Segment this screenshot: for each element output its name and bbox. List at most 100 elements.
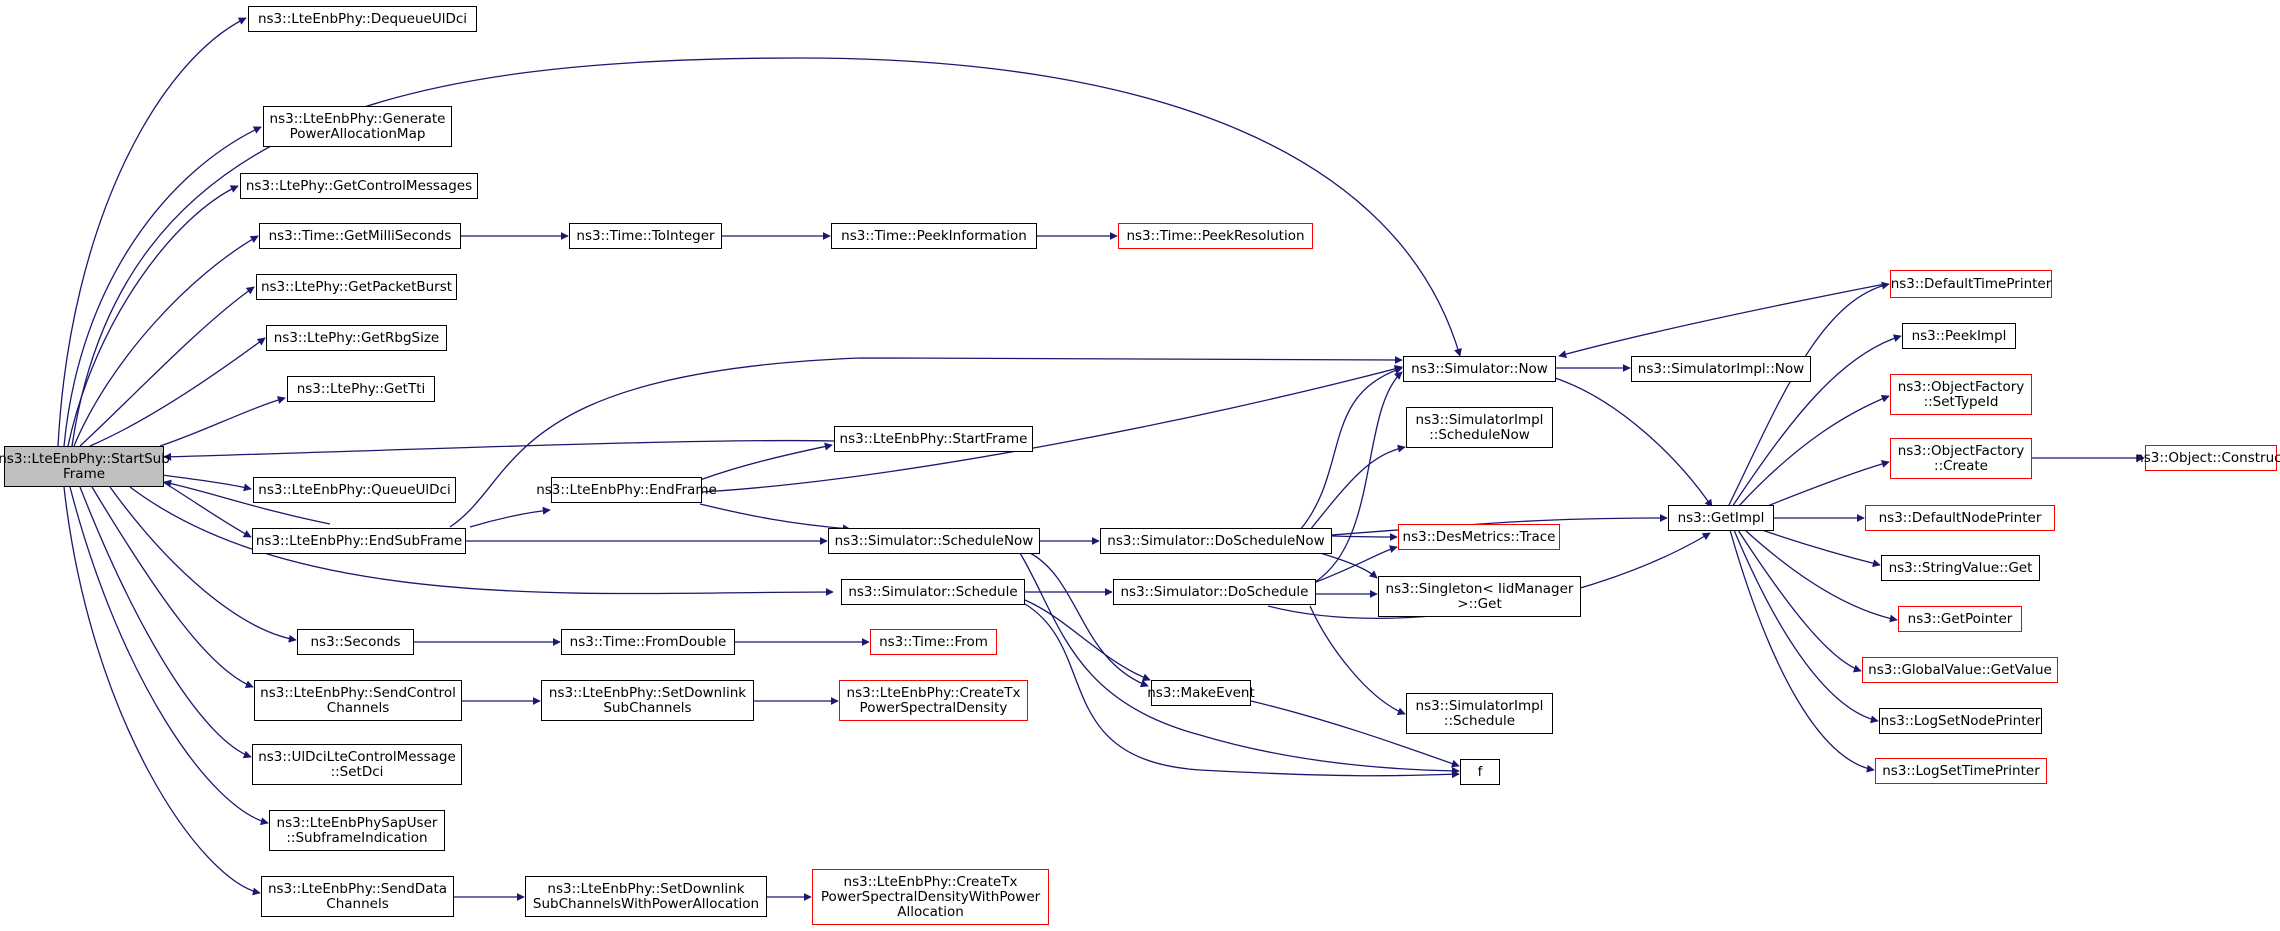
node-startsub-label: ns3::LteEnbPhy::StartSub Frame — [0, 450, 170, 482]
node-gvget[interactable]: ns3::GlobalValue::GetValue — [1862, 657, 2058, 683]
node-queueul[interactable]: ns3::LteEnbPhy::QueueUlDci — [253, 477, 456, 503]
edge-simsched-makeevent — [1024, 599, 1151, 682]
edge-endsub-simnow — [449, 355, 1403, 528]
node-startsub[interactable]: ns3::LteEnbPhy::StartSub Frame — [0, 446, 170, 487]
node-getctrl[interactable]: ns3::LtePhy::GetControlMessages — [240, 173, 478, 199]
edge-simsched-f — [1024, 603, 1460, 779]
edge-simnow-getimpl — [1554, 377, 1713, 508]
node-endsub[interactable]: ns3::LteEnbPhy::EndSubFrame — [252, 528, 466, 554]
node-setdci[interactable]: ns3::UlDciLteControlMessage ::SetDci — [252, 744, 462, 785]
node-getms[interactable]: ns3::Time::GetMilliSeconds — [259, 223, 461, 249]
node-destrace-label: ns3::DesMetrics::Trace — [1402, 528, 1556, 545]
node-deftime[interactable]: ns3::DefaultTimePrinter — [1890, 270, 2052, 298]
node-ofcreate-label: ns3::ObjectFactory ::Create — [1897, 442, 2025, 474]
edge-startsub-endsub — [159, 479, 252, 538]
edge-startsub-dequeue — [57, 17, 247, 447]
edge-endframe-simschednow — [699, 503, 851, 533]
node-createtx[interactable]: ns3::LteEnbPhy::CreateTx PowerSpectralDe… — [839, 680, 1028, 721]
node-getptr-label: ns3::GetPointer — [1907, 610, 2013, 627]
node-getrbg[interactable]: ns3::LtePhy::GetRbgSize — [266, 325, 447, 351]
node-lognode-label: ns3::LogSetNodePrinter — [1880, 712, 2041, 729]
node-createtxpa[interactable]: ns3::LteEnbPhy::CreateTx PowerSpectralDe… — [812, 869, 1049, 925]
node-deftime-label: ns3::DefaultTimePrinter — [1890, 275, 2052, 292]
node-objconstruct-label: ns3::Object::Construct — [2135, 449, 2280, 466]
node-simschednow[interactable]: ns3::Simulator::ScheduleNow — [828, 528, 1040, 554]
edge-simschednow-makeevent — [1029, 552, 1149, 688]
node-getptr[interactable]: ns3::GetPointer — [1898, 606, 2022, 632]
node-ofsettype-label: ns3::ObjectFactory ::SetTypeId — [1897, 378, 2025, 410]
node-logtime[interactable]: ns3::LogSetTimePrinter — [1875, 758, 2047, 784]
edge-getimpl-getptr — [1744, 529, 1898, 623]
node-setdl[interactable]: ns3::LteEnbPhy::SetDownlink SubChannels — [541, 680, 754, 721]
edge-dosnow-singleton — [1319, 552, 1378, 579]
node-fromdouble[interactable]: ns3::Time::FromDouble — [561, 629, 735, 655]
edge-getimpl-logtime — [1729, 529, 1875, 773]
node-singleton[interactable]: ns3::Singleton< IidManager >::Get — [1378, 576, 1581, 617]
edge-startsub-getpkt — [79, 286, 255, 447]
node-fromdouble-label: ns3::Time::FromDouble — [569, 633, 727, 650]
node-makeevent[interactable]: ns3::MakeEvent — [1147, 680, 1255, 706]
edge-endframe-simnow — [701, 364, 1403, 493]
node-objconstruct[interactable]: ns3::Object::Construct — [2135, 445, 2280, 471]
node-implnow-label: ns3::SimulatorImpl::Now — [1637, 360, 1805, 377]
node-f[interactable]: f — [1460, 759, 1500, 785]
node-dosched[interactable]: ns3::Simulator::DoSchedule — [1113, 579, 1316, 605]
node-dosnow[interactable]: ns3::Simulator::DoScheduleNow — [1100, 528, 1332, 554]
edge-startsub-getctrl — [67, 185, 239, 447]
edge-startsub-getms — [73, 235, 259, 447]
node-createtxpa-label: ns3::LteEnbPhy::CreateTx PowerSpectralDe… — [820, 873, 1041, 920]
node-simnow-label: ns3::Simulator::Now — [1411, 360, 1548, 377]
node-ofcreate[interactable]: ns3::ObjectFactory ::Create — [1890, 438, 2032, 479]
node-sapuser[interactable]: ns3::LteEnbPhySapUser ::SubframeIndicati… — [269, 810, 445, 851]
edge-startsub-getrbg — [89, 337, 266, 447]
edge-endsub-endframe — [469, 506, 551, 528]
node-peekinfo-label: ns3::Time::PeekInformation — [841, 227, 1027, 244]
node-implnow[interactable]: ns3::SimulatorImpl::Now — [1631, 356, 1811, 382]
node-seconds-label: ns3::Seconds — [310, 633, 401, 650]
node-senddata[interactable]: ns3::LteEnbPhy::SendData Channels — [261, 876, 454, 917]
node-implschednow[interactable]: ns3::SimulatorImpl ::ScheduleNow — [1406, 407, 1553, 448]
node-setdlpa[interactable]: ns3::LteEnbPhy::SetDownlink SubChannelsW… — [525, 876, 767, 917]
node-simschednow-label: ns3::Simulator::ScheduleNow — [834, 532, 1034, 549]
node-endframe[interactable]: ns3::LteEnbPhy::EndFrame — [536, 477, 717, 503]
node-dequeue[interactable]: ns3::LteEnbPhy::DequeueUlDci — [248, 6, 477, 32]
node-defnode-label: ns3::DefaultNodePrinter — [1878, 509, 2042, 526]
node-gettti[interactable]: ns3::LtePhy::GetTti — [287, 376, 435, 402]
node-strget[interactable]: ns3::StringValue::Get — [1881, 555, 2040, 581]
node-sendctrl[interactable]: ns3::LteEnbPhy::SendControl Channels — [254, 680, 462, 721]
edge-endsub-startsub — [163, 479, 331, 525]
node-lognode[interactable]: ns3::LogSetNodePrinter — [1879, 708, 2042, 734]
node-simnow[interactable]: ns3::Simulator::Now — [1403, 356, 1556, 382]
node-timefrom[interactable]: ns3::Time::From — [870, 629, 997, 655]
node-ofsettype[interactable]: ns3::ObjectFactory ::SetTypeId — [1890, 374, 2032, 415]
node-peekinfo[interactable]: ns3::Time::PeekInformation — [831, 223, 1037, 249]
node-senddata-label: ns3::LteEnbPhy::SendData Channels — [267, 880, 448, 912]
edge-makeevent-f — [1250, 700, 1460, 768]
edge-getimpl-deftime — [1727, 281, 1890, 508]
node-getimpl[interactable]: ns3::GetImpl — [1668, 505, 1774, 531]
node-simsched[interactable]: ns3::Simulator::Schedule — [841, 579, 1025, 605]
node-setdl-label: ns3::LteEnbPhy::SetDownlink SubChannels — [548, 684, 747, 716]
node-timefrom-label: ns3::Time::From — [879, 633, 988, 650]
node-gettti-label: ns3::LtePhy::GetTti — [296, 380, 426, 397]
edge-startsub-queueul — [161, 474, 252, 492]
edge-dosnow-implschednow — [1309, 444, 1406, 531]
edge-dosnow-getimpl — [1331, 514, 1668, 536]
node-genpower[interactable]: ns3::LteEnbPhy::Generate PowerAllocation… — [263, 106, 452, 147]
node-peekimpl[interactable]: ns3::PeekImpl — [1902, 323, 2016, 349]
node-seconds[interactable]: ns3::Seconds — [297, 629, 414, 655]
node-startframe[interactable]: ns3::LteEnbPhy::StartFrame — [834, 426, 1033, 452]
node-getpkt[interactable]: ns3::LtePhy::GetPacketBurst — [256, 274, 457, 300]
node-implsched[interactable]: ns3::SimulatorImpl ::Schedule — [1406, 693, 1553, 734]
edge-startframe-startsub — [163, 439, 835, 461]
node-destrace[interactable]: ns3::DesMetrics::Trace — [1398, 524, 1560, 550]
edge-dosnow-simnow — [1299, 366, 1403, 531]
node-peekres[interactable]: ns3::Time::PeekResolution — [1118, 223, 1313, 249]
edge-deftime-simnow — [1558, 283, 1886, 358]
node-gvget-label: ns3::GlobalValue::GetValue — [1868, 661, 2052, 678]
node-genpower-label: ns3::LteEnbPhy::Generate PowerAllocation… — [269, 110, 446, 142]
node-tointeger[interactable]: ns3::Time::ToInteger — [569, 223, 722, 249]
node-defnode[interactable]: ns3::DefaultNodePrinter — [1865, 505, 2055, 531]
node-getimpl-label: ns3::GetImpl — [1677, 509, 1765, 526]
